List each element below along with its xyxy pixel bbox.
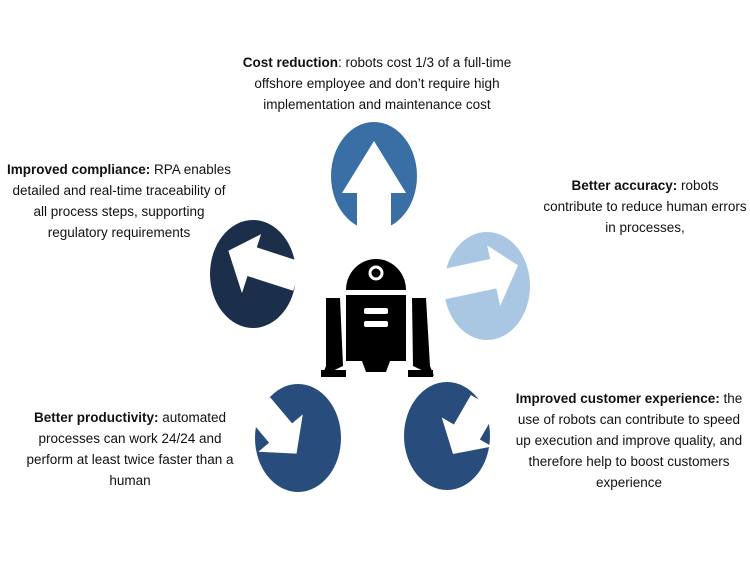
productivity-description: automated processes can work 24/24 and p…: [26, 410, 234, 488]
cost-reduction-description: : robots cost 1/3 of a full-time offshor…: [254, 55, 512, 112]
compliance-heading: Improved compliance:: [6, 162, 151, 177]
arrow-right-icon: [433, 245, 519, 306]
arrow-left-icon: [228, 234, 303, 294]
customer-experience-text: Improved customer experience: the use of…: [510, 388, 748, 493]
accuracy-description: robots contribute to reduce human errors…: [543, 178, 747, 235]
customer-experience-node: [404, 382, 497, 490]
cost-reduction-heading: Cost reduction: [242, 55, 338, 70]
customer-experience-description: the use of robots can contribute to spee…: [515, 391, 743, 490]
customer-experience-heading: Improved customer experience:: [515, 391, 720, 406]
robot-icon: [321, 259, 434, 377]
compliance-node: [210, 220, 303, 328]
productivity-node: [247, 384, 341, 492]
accuracy-heading: Better accuracy:: [571, 178, 678, 193]
arrow-up-icon: [342, 141, 406, 232]
compliance-description: RPA enables detailed and real-time trace…: [12, 162, 232, 240]
productivity-heading: Better productivity:: [33, 410, 159, 425]
cost-reduction-text: Cost reduction: robots cost 1/3 of a ful…: [222, 52, 532, 115]
accuracy-text: Better accuracy: robots contribute to re…: [540, 175, 750, 238]
arrow-down-right-icon: [441, 395, 497, 454]
arrow-down-left-icon: [247, 397, 303, 454]
compliance-text: Improved compliance: RPA enables detaile…: [5, 159, 233, 243]
cost-reduction-node: [331, 122, 417, 232]
accuracy-node: [433, 232, 530, 340]
productivity-text: Better productivity: automated processes…: [15, 407, 245, 491]
